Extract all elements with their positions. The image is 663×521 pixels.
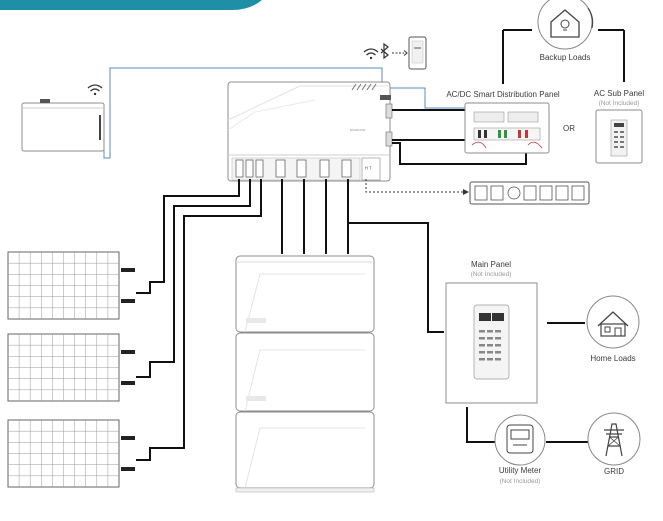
solar-panel bbox=[7, 333, 135, 402]
ac-sub-panel-label: AC Sub Panel bbox=[594, 89, 644, 98]
inverter-brand-label: ECOFLOW bbox=[350, 128, 365, 132]
grid-tower-icon bbox=[587, 412, 641, 466]
solar-panel bbox=[7, 251, 135, 320]
main-panel-label: Main Panel bbox=[471, 260, 511, 269]
main-electrical-panel bbox=[445, 282, 538, 404]
home-icon bbox=[586, 295, 640, 349]
utility-meter-note: (Not Included) bbox=[500, 478, 541, 485]
ac-sub-panel bbox=[595, 109, 643, 164]
wifi-icon bbox=[363, 48, 379, 60]
main-panel-note: (Not Included) bbox=[471, 271, 512, 278]
grid-label: GRID bbox=[604, 467, 624, 476]
connection-arrow-icon bbox=[392, 50, 408, 56]
header-accent-banner bbox=[0, 0, 262, 10]
solar-panel bbox=[7, 419, 135, 488]
smart-home-icon bbox=[537, 0, 594, 50]
phone-icon bbox=[408, 36, 427, 70]
battery-module bbox=[235, 255, 375, 333]
battery-stack bbox=[235, 255, 375, 493]
smart-distribution-panel bbox=[464, 102, 550, 154]
backup-loads-label: Backup Loads bbox=[540, 53, 591, 62]
bluetooth-icon bbox=[380, 42, 389, 60]
wifi-icon bbox=[87, 84, 103, 96]
or-label: OR bbox=[563, 124, 575, 133]
utility-meter-label: Utility Meter bbox=[499, 466, 542, 475]
dotted-arrow bbox=[365, 179, 469, 195]
home-loads-label: Home Loads bbox=[590, 354, 635, 363]
ac-sub-panel-note: (Not Included) bbox=[599, 100, 640, 107]
solar-array bbox=[7, 251, 135, 488]
battery-module bbox=[235, 332, 375, 412]
utility-meter bbox=[494, 414, 546, 466]
outlet-strip bbox=[469, 181, 590, 205]
smart-gateway-device bbox=[21, 99, 105, 152]
battery-module bbox=[235, 411, 375, 489]
svg-text:ᴴ ᵀ: ᴴ ᵀ bbox=[365, 166, 372, 173]
distribution-panel-label: AC/DC Smart Distribution Panel bbox=[446, 90, 560, 99]
power-cables bbox=[136, 29, 625, 461]
hybrid-inverter: ECOFLOW ᴴ ᵀ bbox=[227, 81, 393, 182]
